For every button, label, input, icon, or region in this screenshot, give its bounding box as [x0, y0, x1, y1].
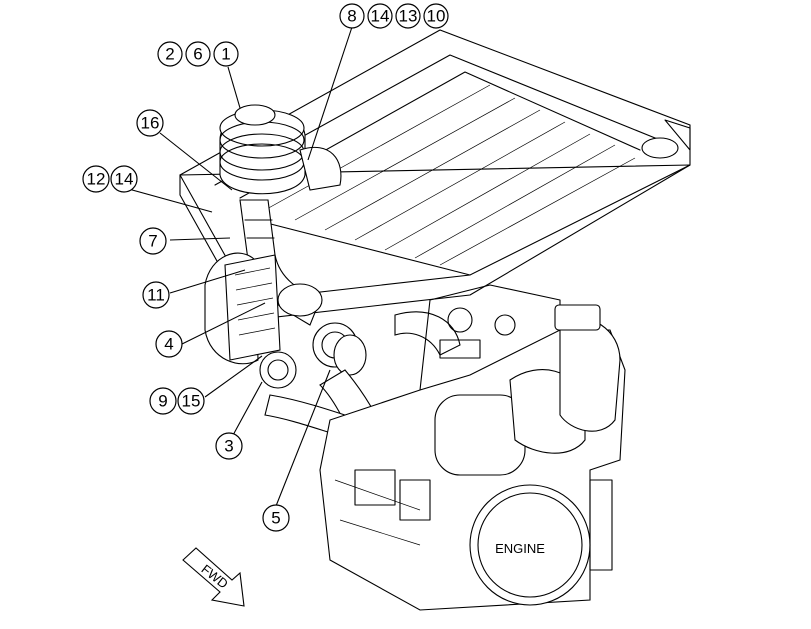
intake-hose [239, 199, 323, 326]
callout-14-top-label: 14 [371, 7, 390, 26]
callout-6: 6 [185, 41, 211, 67]
callout-7: 7 [139, 227, 167, 255]
callout-12: 12 [82, 165, 110, 193]
callout-14-left: 14 [110, 165, 138, 193]
callout-13-label: 13 [399, 7, 418, 26]
callout-10-label: 10 [427, 7, 446, 26]
callout-16: 16 [136, 109, 164, 137]
callout-15: 15 [177, 387, 205, 415]
callout-4-label: 4 [164, 335, 173, 354]
callout-1: 1 [213, 41, 239, 67]
fan-shroud [204, 252, 281, 365]
callout-14-top: 14 [367, 3, 393, 29]
callout-15-label: 15 [182, 392, 201, 411]
callout-3-label: 3 [224, 437, 233, 456]
callout-12-label: 12 [87, 170, 106, 189]
callout-11-label: 11 [147, 286, 165, 305]
radiator-core [179, 29, 691, 321]
callout-13: 13 [395, 3, 421, 29]
leader-lines [124, 26, 353, 507]
callout-5-label: 5 [271, 509, 280, 528]
callout-2: 2 [157, 41, 183, 67]
callout-7-label: 7 [148, 232, 157, 251]
engine-label: ENGINE [495, 541, 545, 556]
callout-14-left-label: 14 [115, 170, 134, 189]
callout-1-label: 1 [221, 45, 230, 64]
callout-8-label: 8 [347, 7, 356, 26]
callout-2-label: 2 [165, 45, 174, 64]
callout-11: 11 [142, 281, 170, 309]
callout-9: 9 [149, 387, 177, 415]
callout-8: 8 [339, 3, 365, 29]
forward-arrow: FWD [182, 547, 245, 607]
turbo-inlet [259, 322, 367, 389]
air-cleaner [219, 104, 342, 195]
callout-3: 3 [215, 432, 243, 460]
callout-4: 4 [155, 330, 183, 358]
callout-6-label: 6 [193, 45, 202, 64]
callout-16-label: 16 [141, 114, 160, 133]
callout-9-label: 9 [158, 392, 167, 411]
callout-5: 5 [262, 504, 290, 532]
callout-10: 10 [423, 3, 449, 29]
engine-block [319, 284, 626, 611]
